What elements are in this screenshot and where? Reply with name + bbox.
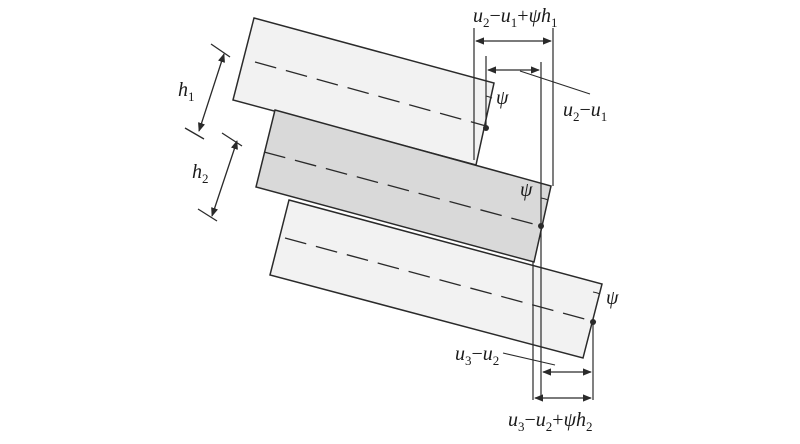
layer-3	[269, 199, 603, 359]
psi-label-1: ψ	[496, 87, 509, 109]
node-1	[483, 125, 489, 131]
reference-lines	[473, 28, 594, 400]
bot-dim-label: u3−u2+ψh2	[508, 409, 592, 434]
h1-arrow	[198, 53, 225, 132]
dimension-arrows	[475, 37, 592, 402]
node-3	[590, 319, 596, 325]
mid-dim-label: u2−u1	[563, 99, 607, 124]
psi-label-2: ψ	[520, 179, 533, 201]
h2-label: h2	[192, 161, 209, 186]
leader-lines	[502, 70, 591, 366]
top-dim-label: u2−u1+ψh1	[473, 5, 557, 30]
layer-2	[255, 109, 552, 263]
h1-label: h1	[178, 79, 195, 104]
node-2	[538, 223, 544, 229]
psi-arcs	[485, 95, 601, 295]
bot-small-dim-label: u3−u2	[455, 343, 499, 368]
h2-arrow	[211, 140, 238, 217]
layer-nodes	[483, 125, 596, 325]
thickness-dims	[184, 43, 243, 222]
psi-label-3: ψ	[606, 287, 619, 309]
